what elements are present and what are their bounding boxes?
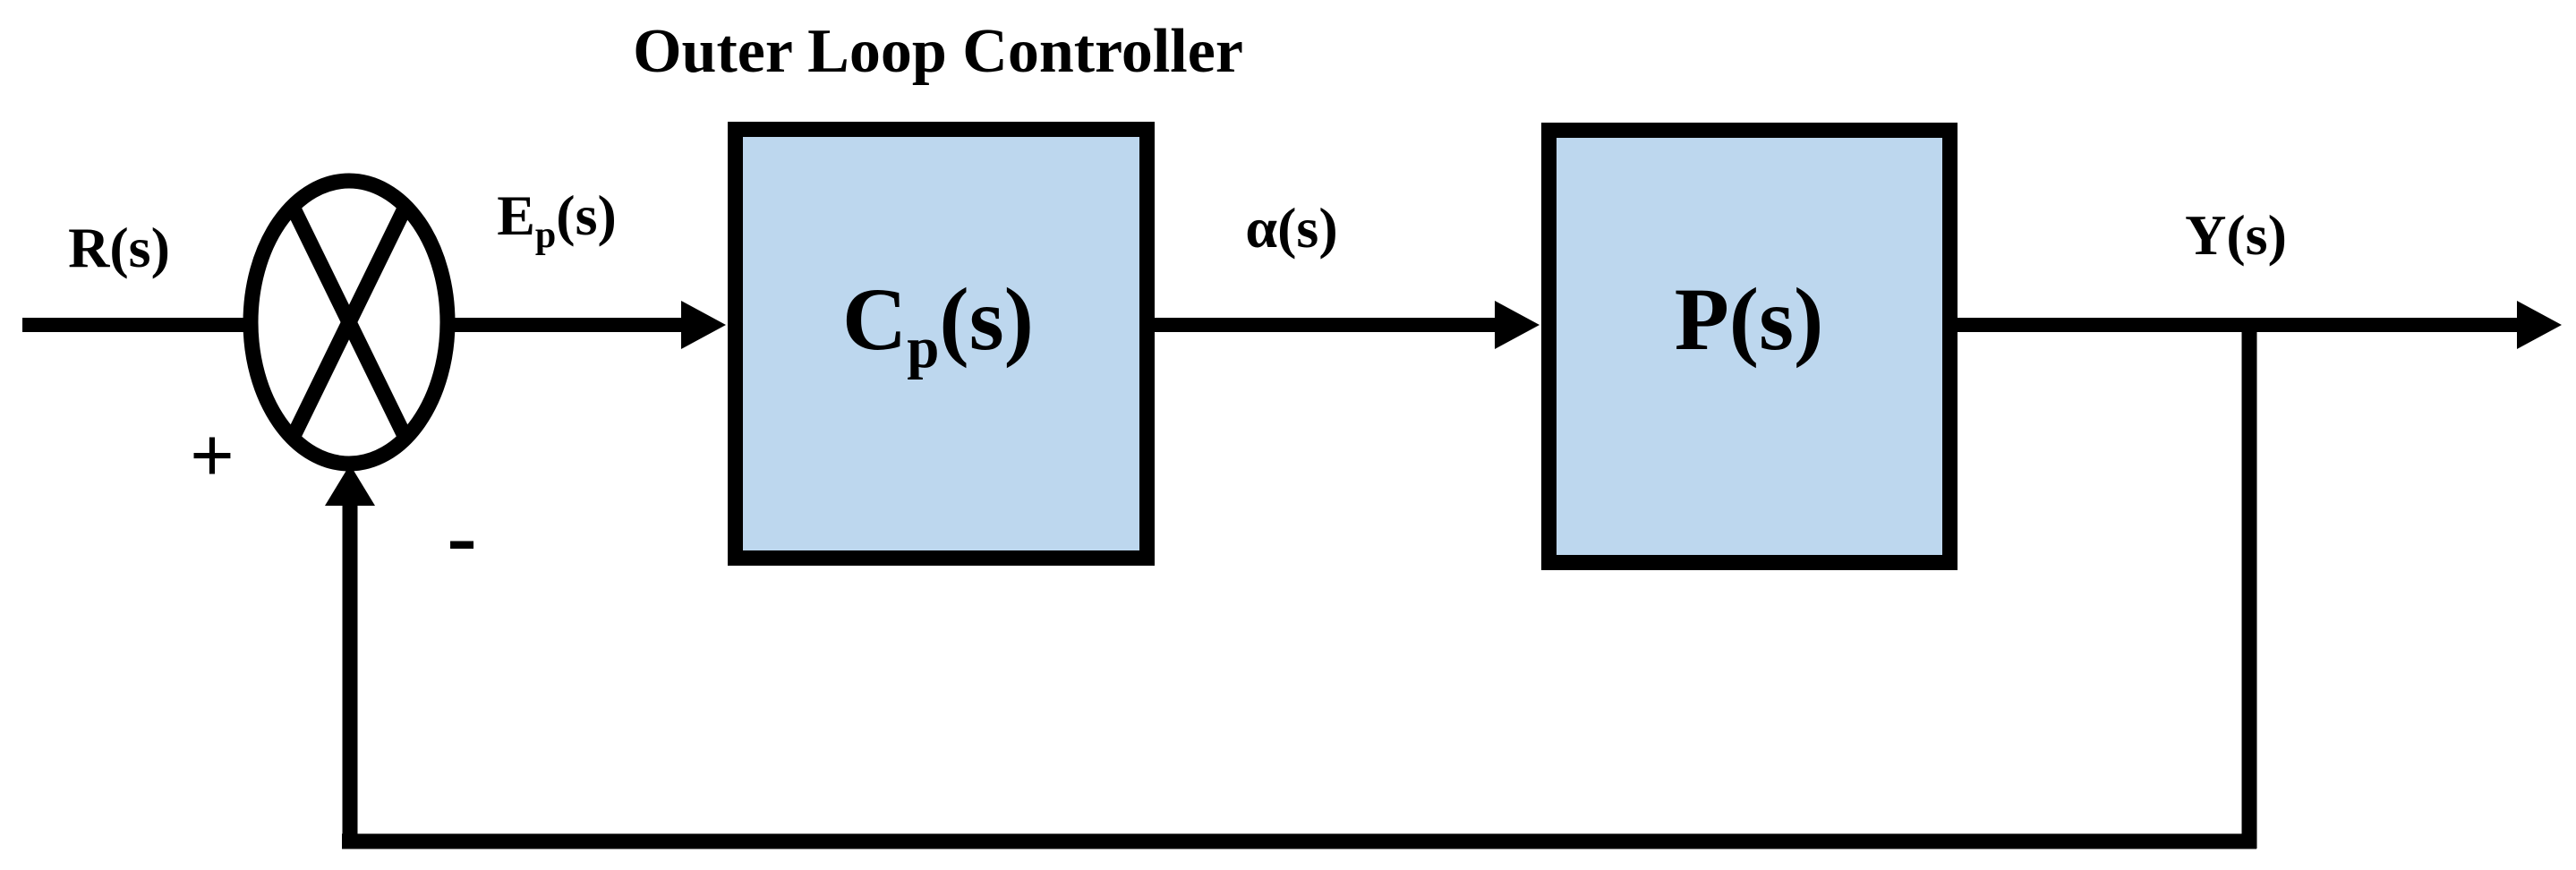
error-signal-label: Ep(s) — [497, 183, 617, 256]
summing-junction-cross-line-2 — [286, 203, 413, 441]
controller-label-base: C — [842, 269, 907, 369]
output-wire-arrowhead-icon — [2517, 301, 2562, 349]
output-signal-label: Y(s) — [2185, 203, 2287, 267]
plant-block — [1541, 123, 1958, 570]
error-label-args: (s) — [556, 183, 617, 247]
error-label-base: E — [497, 183, 535, 247]
control-signal-label: α(s) — [1245, 196, 1337, 260]
control-wire-arrowhead-icon — [1495, 301, 1540, 349]
error-wire-arrowhead-icon — [681, 301, 726, 349]
controller-label-subscript: p — [907, 316, 939, 380]
feedback-arrowhead-icon — [325, 465, 375, 506]
error-label-subscript: p — [535, 215, 556, 256]
controller-block-label: Cp(s) — [842, 269, 1034, 380]
controller-block — [728, 122, 1155, 566]
plant-block-label: P(s) — [1675, 269, 1824, 369]
controller-label-args: (s) — [939, 269, 1034, 369]
plus-sign: + — [190, 413, 235, 499]
input-signal-label: R(s) — [68, 216, 170, 279]
minus-sign: - — [447, 486, 476, 585]
diagram-title: Outer Loop Controller — [633, 17, 1243, 86]
